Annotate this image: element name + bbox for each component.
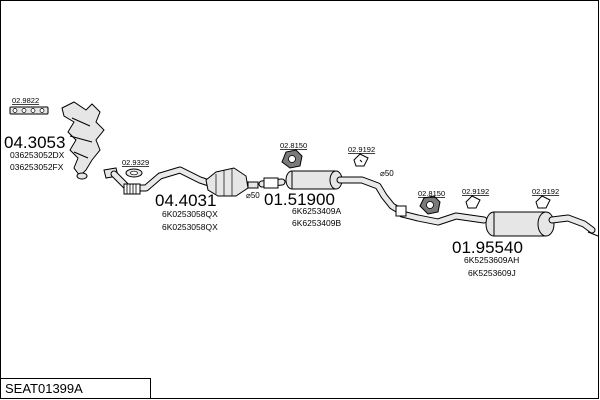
- code-box: [0, 378, 151, 399]
- oe-number-middle-silencer-2: 6K6253409B: [292, 218, 341, 228]
- ref-label-hanger-2: 02.9192: [462, 187, 489, 196]
- oe-number-manifold-2: 036253052FX: [10, 162, 64, 172]
- oe-number-front-pipe-2: 6K0253058QX: [162, 222, 218, 232]
- part-id-middle-silencer: 01.51900: [264, 190, 335, 209]
- diagram-code: SEAT01399A: [5, 381, 83, 396]
- ref-label-mount-lower: 02.8150: [418, 189, 445, 198]
- part-id-manifold: 04.3053: [4, 133, 65, 152]
- gasket-strip: [9, 106, 49, 115]
- part-id-front-pipe: 04.4031: [155, 191, 216, 210]
- oe-number-manifold-1: 036253052DX: [10, 150, 65, 160]
- part-id-rear-silencer: 01.95540: [452, 238, 523, 257]
- oe-number-rear-silencer-1: 6K5253609AH: [464, 255, 519, 265]
- manifold-part: [61, 101, 105, 180]
- hanger-3: [535, 195, 551, 209]
- oe-number-front-pipe-1: 6K0253058QX: [162, 209, 218, 219]
- ref-label-mount-upper: 02.8150: [280, 141, 307, 150]
- ref-label-gasket-ring: 02.9329: [122, 158, 149, 167]
- hanger-1: [353, 153, 369, 167]
- rubber-mount-lower: [419, 195, 441, 215]
- hanger-2: [465, 195, 481, 209]
- front-pipe-part: [103, 166, 259, 197]
- diameter-label-front-pipe: ⌀50: [246, 191, 260, 200]
- middle-silencer-part: [258, 170, 406, 216]
- oe-number-rear-silencer-2: 6K5253609J: [468, 268, 516, 278]
- rubber-mount-upper: [281, 149, 303, 169]
- ref-label-hanger-1: 02.9192: [348, 145, 375, 154]
- gasket-ring: [125, 168, 143, 178]
- diameter-label-middle-silencer: ⌀50: [380, 169, 394, 178]
- oe-number-middle-silencer-1: 6K6253409A: [292, 206, 341, 216]
- ref-label-gasket-strip: 02.9822: [12, 96, 39, 105]
- rear-silencer-part: [395, 205, 599, 237]
- ref-label-hanger-3: 02.9192: [532, 187, 559, 196]
